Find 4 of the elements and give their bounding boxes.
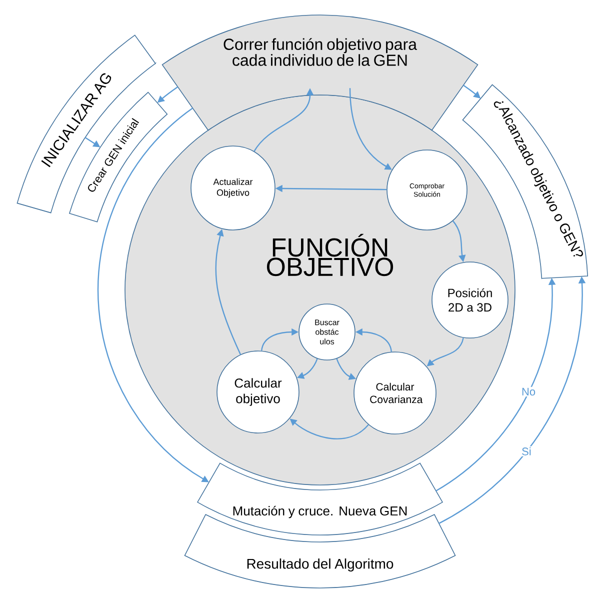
arc-box: Mutación y cruce. Nueva GEN: [197, 462, 443, 536]
edge-label: No: [520, 386, 537, 397]
edge-label: Si: [520, 446, 532, 456]
arc-box: Correr función objetivo para cada individuo de la GEN: [162, 14, 478, 131]
